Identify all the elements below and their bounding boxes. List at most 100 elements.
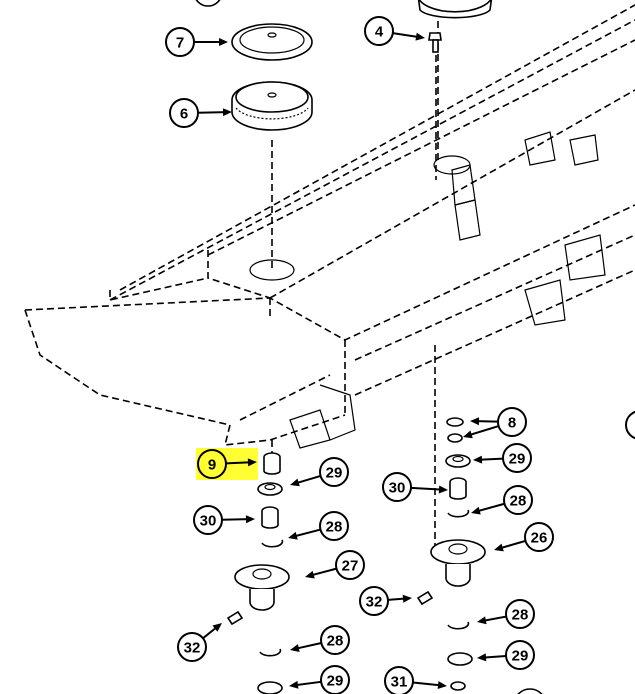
callout-circle — [165, 27, 195, 57]
callout-label: 29 — [326, 465, 343, 482]
left-spindle-stack — [226, 452, 290, 694]
arrowhead-icon — [212, 623, 222, 632]
callout-29: 29 — [290, 457, 349, 487]
arrowhead-icon — [471, 506, 481, 515]
callout-31: 31 — [384, 666, 447, 694]
callout-circle — [384, 666, 414, 694]
arrowhead-icon — [473, 455, 483, 464]
callout-circle — [335, 550, 365, 580]
leader-line — [387, 597, 407, 601]
leader-line — [475, 420, 499, 423]
callouts: 7 6 4 8 9 29 30 29 28 30 28 26 27 32 32 28 28 29 31 29 3 — [165, 16, 635, 694]
callout-32: 32 — [177, 623, 222, 662]
arrowhead-icon — [288, 531, 298, 540]
callout-label: 32 — [366, 594, 383, 611]
leader-line — [478, 457, 504, 461]
leader-line — [202, 625, 218, 640]
callout-6: 6 — [169, 98, 232, 128]
callout-circle — [364, 16, 394, 46]
right-spindle-stack — [416, 417, 486, 691]
callout-28: 28 — [477, 599, 535, 629]
leader-line — [482, 615, 507, 622]
callout-circle — [502, 443, 532, 473]
callout-28: 28 — [290, 625, 350, 655]
callout-27: 27 — [305, 550, 365, 580]
callout-32: 32 — [359, 586, 412, 616]
callout-7: 7 — [165, 27, 228, 57]
callout-label: 27 — [342, 558, 359, 575]
callout-circle — [193, 505, 223, 535]
arrowhead-icon — [290, 478, 300, 487]
callout-30: 30 — [382, 472, 448, 502]
callout-label: 32 — [184, 640, 201, 657]
callout-label: 7 — [176, 35, 184, 52]
callout-circle — [197, 449, 227, 479]
arrowhead-icon — [247, 458, 257, 467]
leader-line — [412, 681, 442, 687]
arrowhead-icon — [470, 417, 480, 426]
bolt — [428, 32, 442, 53]
arrowhead-icon — [415, 32, 425, 41]
pulley-cover — [231, 23, 313, 61]
arrowhead-icon — [463, 430, 473, 439]
leader-line — [225, 461, 252, 465]
callout-circle — [503, 485, 533, 515]
callout-26: 26 — [494, 522, 554, 552]
callout-label: 28 — [512, 607, 529, 624]
callout-28: 28 — [288, 511, 349, 541]
arrowhead-icon — [437, 681, 447, 690]
callout-circle — [524, 522, 554, 552]
leader-line — [392, 32, 420, 39]
arrowhead-icon — [290, 644, 300, 652]
callout-circle — [169, 98, 199, 128]
callout-circle — [177, 632, 207, 662]
callout-3: 3 — [625, 410, 635, 440]
callout-label: 26 — [531, 530, 548, 547]
arrowhead-icon — [219, 38, 228, 46]
callout-label: 30 — [200, 513, 217, 530]
callout-label: 30 — [389, 480, 406, 497]
callout-9: 9 — [196, 448, 258, 480]
leader-line — [468, 425, 499, 437]
callout-30: 30 — [193, 505, 255, 535]
callout-28: 28 — [471, 485, 533, 515]
top-pulley — [417, 0, 493, 19]
arrowhead-icon — [402, 594, 412, 603]
callout-label: 29 — [327, 673, 344, 690]
callout-label: 28 — [327, 633, 344, 650]
arrowhead-icon — [222, 108, 232, 117]
leader-line — [482, 654, 507, 659]
callout-29: 29 — [473, 443, 532, 473]
callout-circle — [320, 625, 350, 655]
callout-label: 6 — [180, 106, 188, 123]
callout-label: 29 — [509, 451, 526, 468]
leader-line — [197, 111, 227, 114]
callout-8: 8 — [463, 407, 527, 439]
leader-line — [295, 642, 322, 650]
arrowhead-icon — [494, 543, 504, 552]
mower-frame — [24, 4, 635, 449]
callout-label: 8 — [508, 415, 516, 432]
callout-label: 4 — [375, 24, 384, 41]
callout-circle — [320, 665, 350, 694]
callout-label: 28 — [326, 519, 343, 536]
leader-line — [310, 567, 337, 577]
leader-line — [221, 518, 250, 521]
callout-partial-top — [195, 0, 221, 7]
callout-29: 29 — [477, 640, 535, 670]
arrowhead-icon — [305, 570, 315, 579]
callout-circle — [359, 586, 389, 616]
arrowhead-icon — [289, 680, 299, 689]
callout-circle — [625, 410, 635, 440]
arrowhead-icon — [477, 653, 487, 662]
leader-line — [294, 680, 322, 687]
callout-29: 29 — [289, 665, 350, 694]
callout-circle — [382, 472, 412, 502]
leader-line — [476, 502, 505, 513]
leader-line — [410, 486, 443, 491]
pulley — [231, 81, 313, 131]
callout-circle — [505, 640, 535, 670]
leader-line — [293, 528, 321, 538]
